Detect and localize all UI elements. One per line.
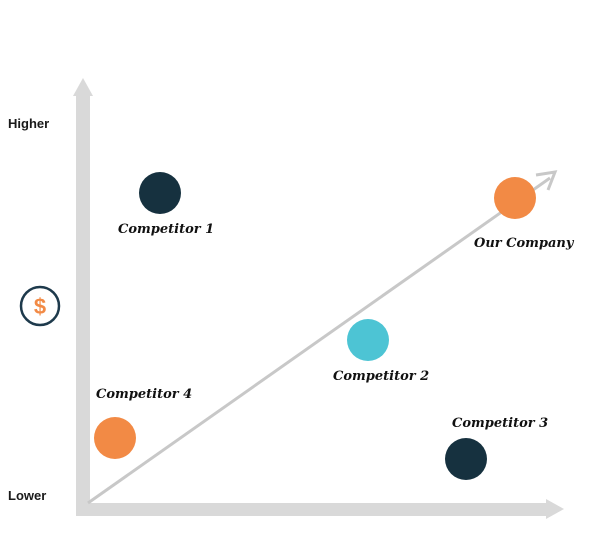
competitor-4-label: Competitor 4 (96, 387, 192, 402)
dollar-icon: $ (19, 285, 61, 327)
competitor-2-marker (347, 319, 389, 361)
horizontal-axis-arrow (546, 499, 564, 519)
trend-arrowhead (535, 170, 558, 191)
competitor-3-label: Competitor 3 (452, 416, 548, 431)
higher-label: Higher (8, 116, 49, 131)
competitor-3-marker (445, 438, 487, 480)
dollar-glyph: $ (34, 294, 46, 319)
lower-label: Lower (8, 488, 46, 503)
competitor-4-marker (94, 417, 136, 459)
our-company-marker (494, 177, 536, 219)
vertical-axis-arrow (73, 78, 93, 96)
vertical-axis (76, 92, 90, 516)
trend-line (87, 176, 551, 505)
competitor-1-label: Competitor 1 (118, 222, 214, 237)
horizontal-axis (76, 503, 548, 516)
competitor-2-label: Competitor 2 (333, 369, 429, 384)
competitor-1-marker (139, 172, 181, 214)
our-company-label: Our Company (474, 236, 575, 251)
